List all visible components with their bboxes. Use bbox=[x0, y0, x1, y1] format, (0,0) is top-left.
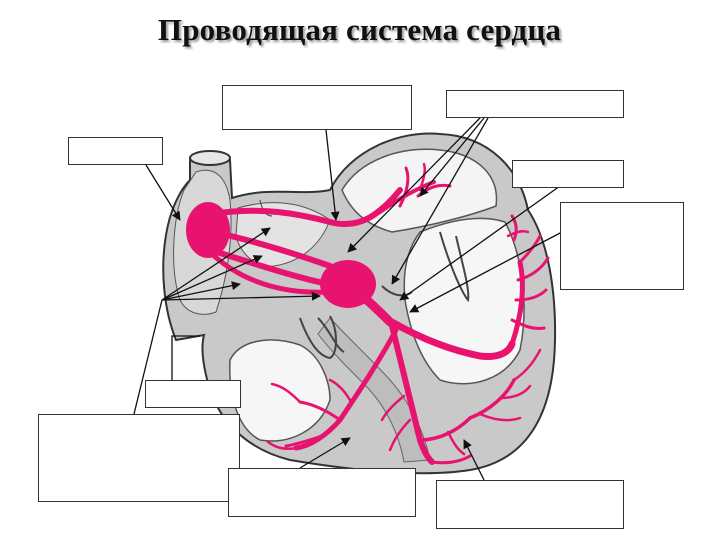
left-bundle-branch bbox=[388, 318, 516, 360]
label-box-bottom-left[interactable] bbox=[38, 414, 240, 502]
label-box-top-center[interactable] bbox=[222, 85, 412, 130]
right-bundle-branch bbox=[389, 323, 435, 465]
page-title: Проводящая система сердца bbox=[157, 12, 562, 47]
label-box-right-middle[interactable] bbox=[560, 202, 684, 290]
label-box-top-right[interactable] bbox=[446, 90, 624, 118]
label-box-right-upper[interactable] bbox=[512, 160, 624, 188]
label-box-bottom-center[interactable] bbox=[228, 468, 416, 517]
pointer-lines bbox=[133, 117, 563, 481]
internodal-tract-3 bbox=[207, 247, 331, 287]
label-box-middle-left[interactable] bbox=[145, 380, 241, 408]
atrioventricular-node bbox=[320, 260, 376, 308]
sinoatrial-node bbox=[186, 202, 230, 258]
label-box-bottom-right[interactable] bbox=[436, 480, 624, 529]
label-box-top-left[interactable] bbox=[68, 137, 163, 165]
